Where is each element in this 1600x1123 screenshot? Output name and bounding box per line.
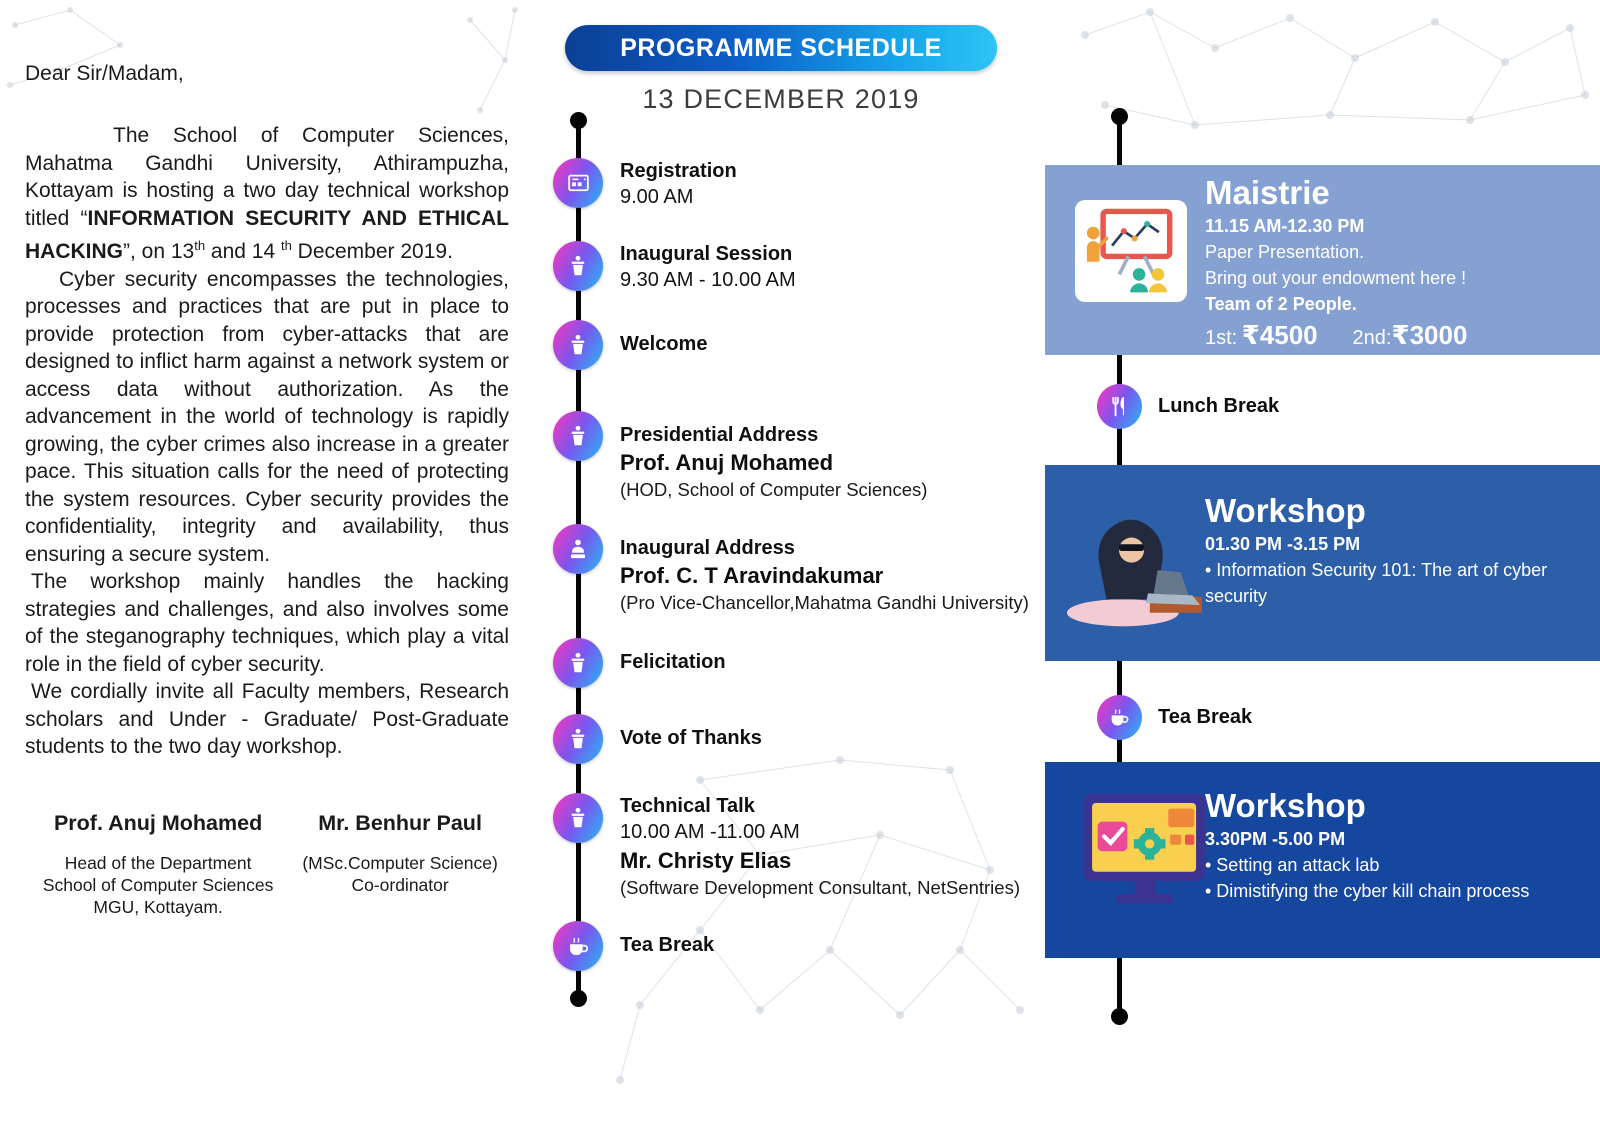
event-bullet: • Information Security 101: The art of c… [1205, 560, 1548, 606]
event-time: 10.00 AM -11.00 AM [620, 821, 800, 843]
timeline-item-registration: Registration 9.00 AM [553, 158, 737, 211]
lunch-break-row: Lunch Break [1097, 384, 1279, 429]
signatory-coordinator: Mr. Benhur Paul (MSc.Computer Science) C… [291, 811, 509, 918]
intro-paragraph: The School of Computer Sciences, Mahatma… [25, 122, 509, 266]
event-title: Inaugural Address [620, 537, 795, 559]
event-title: Vote of Thanks [620, 727, 762, 749]
salutation: Dear Sir/Madam, [25, 62, 184, 85]
invitation-paragraph: We cordially invite all Faculty members,… [25, 680, 509, 758]
intro-text: and 14 [205, 240, 281, 263]
hacker-illustration [1055, 497, 1210, 637]
event-time: 01.30 PM -3.15 PM [1205, 534, 1361, 554]
event-title: Tea Break [620, 934, 715, 956]
event-title: Welcome [620, 333, 708, 355]
speaker-name: Prof. Anuj Mohamed [620, 450, 834, 475]
signatory-detail: MGU, Kottayam. [93, 896, 223, 917]
event-title: Technical Talk [620, 795, 755, 817]
signatory-name: Prof. Anuj Mohamed [53, 810, 263, 835]
event-title: Workshop [1205, 787, 1366, 824]
event-title: Presidential Address [620, 424, 819, 446]
timeline-item-welcome: Welcome [553, 320, 707, 370]
presentation-icon [1075, 200, 1187, 302]
superscript: th [280, 238, 292, 253]
event-bullet: • Dimistifying the cyber kill chain proc… [1205, 881, 1530, 901]
afternoon-schedule-panel: Maistrie 11.15 AM-12.30 PM Paper Present… [1045, 0, 1600, 1123]
speaker-role: (HOD, School of Computer Sciences) [620, 479, 928, 500]
timeline-item-inaugural-address: Inaugural Address Prof. C. T Aravindakum… [553, 524, 1029, 616]
podium-icon [553, 793, 603, 843]
programme-schedule-banner: PROGRAMME SCHEDULE [565, 25, 997, 71]
timeline-item-felicitation: Felicitation [553, 638, 726, 688]
registration-icon [553, 158, 603, 208]
intro-text: ”, on 13 [123, 240, 195, 263]
podium-icon [553, 714, 603, 764]
podium-icon [553, 320, 603, 370]
computer-icon [1075, 790, 1215, 925]
prize-first-value: ₹4500 [1241, 320, 1318, 350]
timeline-item-technical-talk: Technical Talk 10.00 AM -11.00 AM Mr. Ch… [553, 793, 1020, 901]
timeline-item-presidential-address: Presidential Address Prof. Anuj Mohamed … [553, 411, 927, 503]
event-time: 3.30PM -5.00 PM [1205, 829, 1346, 849]
signatory-hod: Prof. Anuj Mohamed Head of the Departmen… [25, 811, 291, 918]
podium-icon [553, 241, 603, 291]
event-bullet: • Setting an attack lab [1205, 855, 1380, 875]
timeline-end-dot [570, 990, 587, 1007]
invitation-panel: Dear Sir/Madam, The School of Computer S… [25, 62, 509, 918]
schedule-date: 13 DECEMBER 2019 [642, 84, 920, 114]
signatory-detail: School of Computer Sciences [42, 874, 274, 895]
event-team: Team of 2 People. [1205, 294, 1357, 314]
programme-schedule-panel: PROGRAMME SCHEDULE 13 DECEMBER 2019 Regi… [540, 0, 1045, 1123]
signatory-detail: Co-ordinator [351, 874, 449, 895]
break-label: Lunch Break [1158, 395, 1280, 417]
event-time: 9.00 AM [620, 186, 694, 208]
prize-first-label: 1st: [1205, 327, 1238, 349]
speaker-role: (Software Development Consultant, NetSen… [620, 877, 1020, 898]
event-title: Inaugural Session [620, 243, 793, 265]
signatory-name: Mr. Benhur Paul [318, 810, 482, 835]
break-label: Tea Break [1158, 706, 1253, 728]
event-title: Registration [620, 160, 737, 182]
event-title: Workshop [1205, 492, 1366, 529]
timeline-item-tea-break: Tea Break [553, 921, 714, 971]
signature-section: Prof. Anuj Mohamed Head of the Departmen… [25, 811, 509, 918]
timeline-start-dot [1111, 108, 1128, 125]
event-detail: Paper Presentation. [1205, 242, 1365, 262]
event-detail: Bring out your endowment here ! [1205, 268, 1467, 288]
tea-cup-icon [1097, 695, 1142, 740]
superscript: th [194, 238, 206, 253]
intro-text: The School of Computer Sciences, Mahatma… [25, 124, 509, 230]
timeline-item-inaugural-session: Inaugural Session 9.30 AM - 10.00 AM [553, 241, 796, 294]
workshop-scope-paragraph: The workshop mainly handles the hacking … [25, 570, 509, 676]
maistrie-event-card: Maistrie 11.15 AM-12.30 PM Paper Present… [1045, 165, 1600, 355]
speaker-name: Mr. Christy Elias [620, 848, 792, 873]
podium-icon [553, 638, 603, 688]
tea-break-row: Tea Break [1097, 695, 1252, 740]
event-title: Maistrie [1205, 174, 1330, 211]
event-time: 9.30 AM - 10.00 AM [620, 269, 796, 291]
speaker-name: Prof. C. T Aravindakumar [620, 563, 884, 588]
event-time: 11.15 AM-12.30 PM [1205, 216, 1365, 236]
speaker-role: (Pro Vice-Chancellor,Mahatma Gandhi Univ… [620, 592, 1029, 613]
podium-icon [553, 411, 603, 461]
intro-text: December 2019. [291, 240, 453, 263]
signatory-detail: Head of the Department [64, 852, 252, 873]
timeline-end-dot [1111, 1008, 1128, 1025]
workshop-title-text: INFORMATION SECURITY AND ETHICAL HACKING [25, 206, 510, 264]
speaker-icon [553, 524, 603, 574]
workshop1-event-card: Workshop 01.30 PM -3.15 PM • Information… [1045, 465, 1600, 661]
prize-info: 1st: ₹4500 2nd:₹3000 [1205, 320, 1586, 351]
timeline-start-dot [570, 112, 587, 129]
cybersecurity-paragraph: Cyber security encompasses the technolog… [25, 267, 509, 566]
tea-cup-icon [553, 921, 603, 971]
timeline-item-vote-of-thanks: Vote of Thanks [553, 714, 762, 764]
prize-second-value: ₹3000 [1391, 320, 1468, 350]
signatory-detail: (MSc.Computer Science) [302, 852, 498, 873]
event-title: Felicitation [620, 651, 726, 673]
workshop2-event-card: Workshop 3.30PM -5.00 PM • Setting an at… [1045, 762, 1600, 958]
prize-second-label: 2nd: [1352, 327, 1392, 349]
cutlery-icon [1097, 384, 1142, 429]
